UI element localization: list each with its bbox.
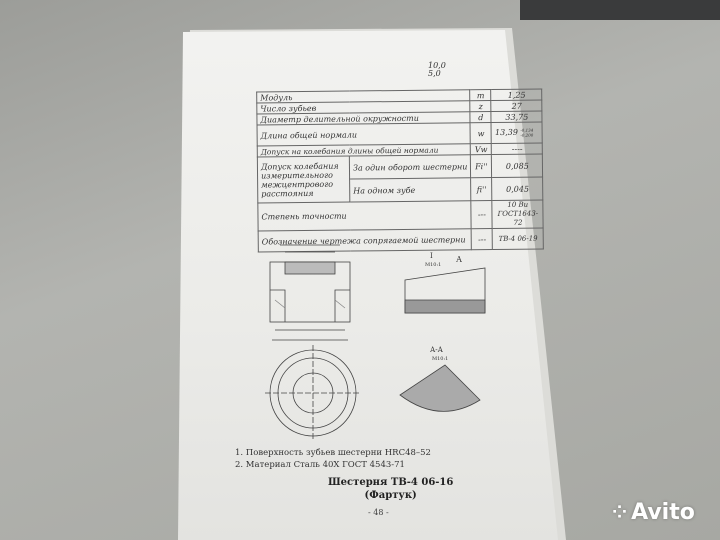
subtitle: (Фартук): [364, 490, 417, 501]
title: Шестерня ТВ-4 06-16: [328, 477, 454, 488]
watermark-text: Avito: [631, 500, 695, 525]
avito-logo-icon: ⁘: [612, 502, 628, 523]
drawing-title: Шестерня ТВ-4 06-16 (Фартук): [328, 476, 453, 502]
roughness-upper: 10,0: [428, 61, 446, 70]
roughness-lower: 5,0: [428, 69, 441, 78]
gear-front-view: [265, 345, 360, 440]
detail-view-i: I М10:1 А: [404, 252, 486, 314]
note-1: 1. Поверхность зубьев шестерни HRC48–52: [235, 448, 431, 458]
background-object: [520, 0, 720, 20]
page-number: - 48 -: [368, 508, 389, 517]
note-2: 2. Материал Сталь 40Х ГОСТ 4543-71: [235, 460, 405, 470]
scale-label: М10:1: [425, 262, 441, 268]
section-a-a: А-А М10:1: [399, 346, 481, 412]
scale-label: М10:1: [432, 356, 448, 362]
avito-watermark: ⁘Avito: [612, 500, 695, 525]
section-label: А-А: [430, 346, 444, 354]
section-mark: А: [456, 255, 462, 264]
view-label: I: [430, 252, 433, 260]
gear-section-view: [269, 244, 351, 341]
